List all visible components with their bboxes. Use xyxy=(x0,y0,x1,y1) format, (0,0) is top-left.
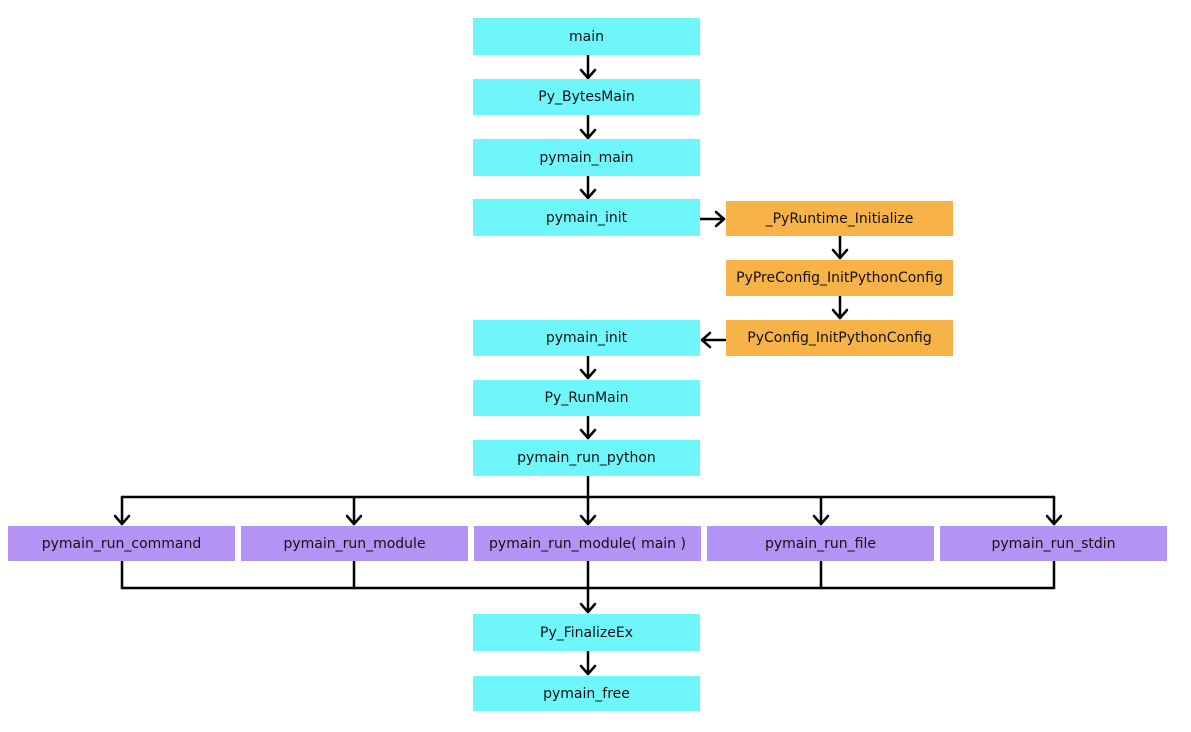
node-pymain-run-module: pymain_run_module xyxy=(241,526,468,561)
node-pymain-init-second: pymain_init xyxy=(473,320,700,356)
node-py-runmain: Py_RunMain xyxy=(473,380,700,416)
node-pymain-run-stdin: pymain_run_stdin xyxy=(940,526,1167,561)
node-pymain-run-file: pymain_run_file xyxy=(707,526,934,561)
node-main: main xyxy=(473,18,700,55)
node-py-finalizeex: Py_FinalizeEx xyxy=(473,614,700,651)
node-pymain-main: pymain_main xyxy=(473,139,700,176)
node-pyruntime-initialize: _PyRuntime_Initialize xyxy=(726,201,953,236)
node-pymain-run-python: pymain_run_python xyxy=(473,440,700,476)
node-pyconfig-initpythonconfig: PyConfig_InitPythonConfig xyxy=(726,320,953,356)
node-py-bytesmain: Py_BytesMain xyxy=(473,79,700,115)
node-pymain-run-module-main: pymain_run_module( main ) xyxy=(474,526,701,561)
node-pypreconfig-initpythonconfig: PyPreConfig_InitPythonConfig xyxy=(726,260,953,296)
node-pymain-run-command: pymain_run_command xyxy=(8,526,235,561)
node-pymain-init-first: pymain_init xyxy=(473,199,700,236)
node-pymain-free: pymain_free xyxy=(473,676,700,711)
